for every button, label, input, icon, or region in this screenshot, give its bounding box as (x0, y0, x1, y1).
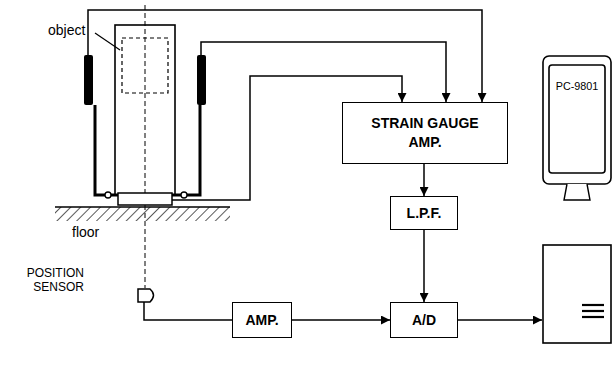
signal-arrow (292, 319, 390, 321)
joint (181, 192, 187, 198)
sensor-wire (144, 302, 232, 320)
box-text: PC-9801 (542, 79, 612, 94)
box-text: L.P.F. (407, 204, 442, 223)
monitor-case (543, 56, 611, 184)
signal-arrow (458, 319, 542, 321)
monitor-stand (564, 184, 590, 200)
drive-slot (582, 316, 604, 318)
part-label: floor (72, 224, 99, 241)
computer-outline (542, 55, 612, 345)
joint (105, 192, 111, 198)
filter-box: L.P.F. (390, 196, 458, 230)
drive-slot (582, 304, 604, 306)
leader-line (95, 33, 120, 50)
signal-arrow (423, 164, 425, 196)
signal-wire (201, 42, 446, 102)
amplifier-box: STRAIN GAUGE AMP. (342, 102, 508, 164)
box-text: A/D (412, 311, 436, 330)
box-text: AMP. (245, 311, 278, 330)
finger-arm (172, 105, 200, 195)
object-body (115, 25, 175, 195)
signal-arrow (423, 230, 425, 302)
amplifier-box: AMP. (232, 302, 292, 338)
box-text: STRAIN GAUGE AMP. (369, 114, 481, 152)
signal-wire (88, 10, 482, 102)
position-sensor (138, 289, 154, 302)
converter-box: A/D (390, 302, 458, 338)
object-inner (122, 38, 168, 93)
part-label: POSITION SENSOR (2, 266, 84, 295)
floor-line (55, 206, 230, 208)
floor-hatch (55, 207, 230, 221)
part-label: object (48, 22, 85, 39)
finger-pad (197, 55, 206, 105)
computer-base (543, 245, 611, 343)
finger-arm (95, 105, 118, 195)
axis-line (145, 5, 146, 288)
finger-pad (84, 55, 93, 105)
computer: PC-9801 (542, 55, 612, 345)
base-plate (118, 193, 172, 205)
drive-slot (582, 310, 604, 312)
